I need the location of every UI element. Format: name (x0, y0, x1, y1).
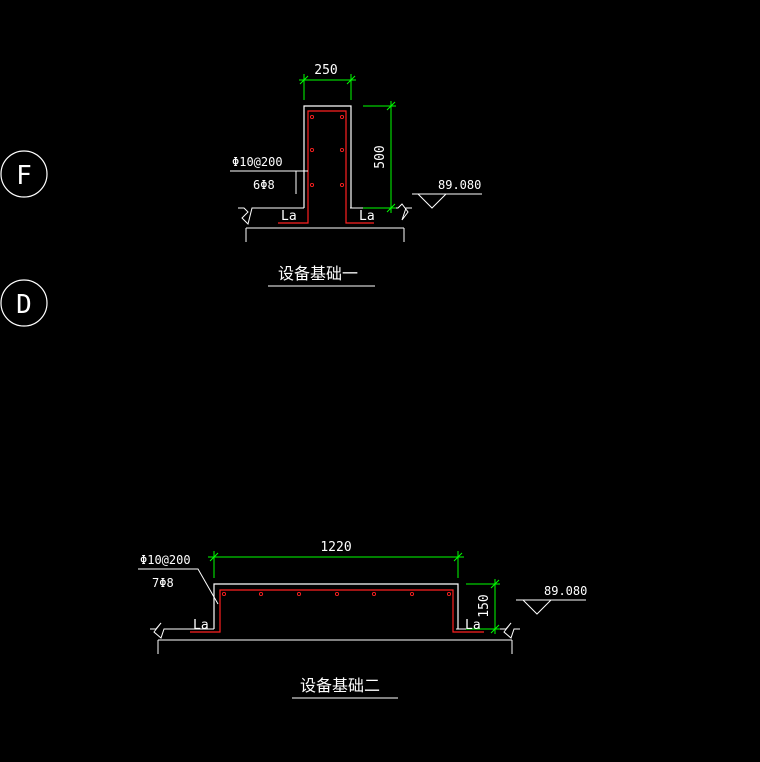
foundation-two-rebar-label: 7Φ8 (152, 576, 174, 590)
foundation-two-width-dimension (208, 551, 464, 578)
axis-marker-d-label: D (16, 290, 32, 320)
rebar-dot (309, 147, 315, 153)
foundation-two-height-label: 150 (477, 594, 492, 617)
axis-marker-f-circle (0, 150, 48, 198)
foundation-one-width-dimension (299, 74, 356, 100)
foundation-one-rebar-dots (309, 114, 345, 188)
foundation-one-height-label: 500 (373, 145, 388, 168)
foundation-one-stirrup-label: Φ10@200 (232, 155, 283, 169)
foundation-two-anchor-right: La (465, 618, 481, 633)
axis-marker-d[interactable]: D (0, 279, 48, 327)
foundation-two-section[interactable]: 1220 150 Φ10@200 7Φ8 La La 89.080 设备基础二 (138, 540, 587, 699)
foundation-one-rebar-label: 6Φ8 (253, 178, 275, 192)
axis-marker-d-circle (0, 279, 48, 327)
rebar-dot (309, 182, 315, 188)
rebar-dot (409, 591, 415, 597)
foundation-two-pedestal-outline (213, 583, 459, 629)
foundation-one-anchor-right: La (359, 209, 375, 224)
rebar-dot (296, 591, 302, 597)
rebar-dot (334, 591, 340, 597)
foundation-two-height-dimension (466, 579, 500, 634)
foundation-one-ground-line-right (350, 203, 412, 221)
foundation-one-ground-line (238, 207, 304, 225)
foundation-two-stirrup-leader (138, 568, 219, 605)
axis-marker-f[interactable]: F (0, 150, 48, 198)
foundation-two-ground-line-left (150, 622, 214, 639)
foundation-one-section[interactable]: 250 500 Φ10@200 6Φ8 La La 89.080 设备基础一 (230, 63, 482, 287)
rebar-dot (221, 591, 227, 597)
foundation-two-anchor-left: La (193, 618, 209, 633)
foundation-two-title: 设备基础二 (300, 676, 380, 695)
foundation-one-rebar-cage (278, 110, 374, 224)
foundation-one-pedestal-outline (303, 105, 352, 208)
foundation-two-rebar-dots (221, 591, 452, 597)
rebar-dot (339, 147, 345, 153)
foundation-two-width-label: 1220 (320, 540, 351, 555)
rebar-dot (446, 591, 452, 597)
rebar-dot (339, 114, 345, 120)
foundation-one-width-label: 250 (314, 63, 337, 78)
rebar-dot (309, 114, 315, 120)
foundation-two-ground-line-right (456, 622, 520, 639)
foundation-one-anchor-left: La (281, 209, 297, 224)
foundation-two-elevation-marker (516, 599, 586, 615)
foundation-two-elevation-label: 89.080 (544, 584, 587, 598)
rebar-dot (258, 591, 264, 597)
foundation-two-rebar-cage (190, 589, 484, 633)
foundation-one-elevation-marker (412, 193, 482, 209)
rebar-dot (371, 591, 377, 597)
foundation-one-elevation-label: 89.080 (438, 178, 481, 192)
foundation-two-stirrup-label: Φ10@200 (140, 553, 191, 567)
rebar-dot (339, 182, 345, 188)
foundation-one-title: 设备基础一 (278, 264, 358, 283)
axis-marker-f-label: F (16, 161, 32, 191)
foundation-one-height-dimension (363, 101, 396, 213)
